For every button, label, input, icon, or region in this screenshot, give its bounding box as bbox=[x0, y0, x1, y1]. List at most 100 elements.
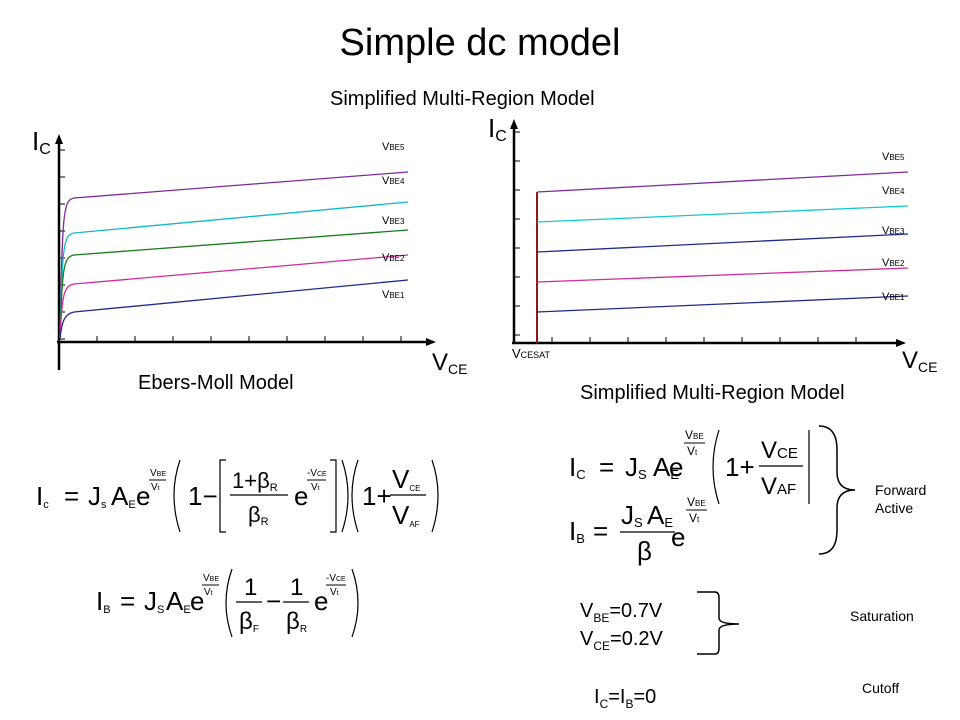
vaf-den: VAF bbox=[392, 500, 420, 530]
exp-num: VBE bbox=[687, 495, 706, 509]
exp-e: e bbox=[669, 452, 683, 482]
curve-be5 bbox=[536, 171, 909, 193]
vcesat-label: VCESAT bbox=[512, 346, 551, 361]
x-axis-arrow bbox=[426, 338, 436, 346]
f2-num: 1 bbox=[290, 574, 303, 601]
curve-be4 bbox=[536, 205, 909, 223]
equals-sign: = bbox=[599, 452, 614, 482]
simplified-ic-equation: IC = JS AE e VBE Vt 1+ VCE VAF bbox=[569, 428, 810, 505]
curve-label-be1: VBE1 bbox=[882, 291, 905, 303]
simplified-ib-equation: IB = JS AE β e VBE Vt bbox=[569, 495, 707, 566]
f1-den: βF bbox=[239, 608, 259, 635]
equals-sign: = bbox=[120, 586, 135, 616]
exp-den: Vt bbox=[151, 482, 160, 493]
ib-lhs: IB bbox=[569, 516, 585, 546]
one-minus: 1− bbox=[188, 481, 218, 511]
saturation-brace bbox=[697, 591, 740, 655]
page-title: Simple dc model bbox=[339, 22, 621, 64]
curve-label-be4: VBE4 bbox=[882, 185, 905, 197]
curve-label-be5: VBE5 bbox=[382, 141, 405, 153]
exp-num: VBE bbox=[150, 468, 166, 479]
cutoff-label: Cutoff bbox=[862, 680, 900, 696]
equals-sign: = bbox=[64, 481, 79, 511]
exp2-num: -VCE bbox=[307, 468, 327, 479]
curve-be1 bbox=[59, 279, 409, 339]
a-term: AE bbox=[111, 481, 136, 511]
ebers-moll-ic-equation: Ic = Js AE e VBE Vt 1− 1+βR βR e -VCE Vt… bbox=[36, 459, 439, 533]
exp2-den: Vt bbox=[311, 482, 320, 493]
left-paren-2 bbox=[351, 459, 359, 533]
frac-num: 1+βR bbox=[232, 468, 278, 494]
y-axis-label: IC bbox=[32, 126, 51, 158]
frac-den: βR bbox=[248, 502, 269, 528]
j-term: Js bbox=[88, 481, 107, 511]
ic-lhs: Ic bbox=[36, 481, 49, 511]
ebers-moll-caption: Ebers-Moll Model bbox=[138, 372, 294, 394]
ic-lhs: IC bbox=[569, 452, 586, 482]
right-bracket bbox=[330, 459, 337, 533]
exp2-e: e bbox=[294, 481, 308, 511]
f2-den: βR bbox=[286, 608, 307, 635]
curve-be2 bbox=[536, 267, 909, 283]
a-term: AE bbox=[653, 452, 679, 482]
right-paren-1 bbox=[341, 459, 349, 533]
one-plus: 1+ bbox=[362, 481, 392, 511]
vce-num: VCE bbox=[761, 437, 798, 464]
curve-label-be2: VBE2 bbox=[382, 252, 405, 264]
curve-label-be3: VBE3 bbox=[882, 225, 905, 237]
den-beta: β bbox=[637, 536, 652, 566]
y-axis-arrow bbox=[55, 134, 63, 144]
forward-active-label-1: Forward bbox=[875, 482, 927, 498]
exp2-num: -VCE bbox=[326, 573, 346, 584]
right-paren bbox=[351, 568, 359, 638]
x-axis-label: VCE bbox=[432, 349, 467, 377]
curve-be5 bbox=[59, 171, 409, 339]
left-paren bbox=[225, 568, 233, 638]
curve-be1 bbox=[536, 295, 909, 313]
f1-num: 1 bbox=[244, 574, 257, 601]
j-term: JS bbox=[144, 586, 164, 616]
curve-label-be5: VBE5 bbox=[882, 151, 905, 163]
curve-label-be3: VBE3 bbox=[382, 215, 405, 227]
x-ticks bbox=[551, 337, 857, 343]
exp-den: Vt bbox=[687, 444, 698, 458]
vaf-den: VAF bbox=[761, 473, 796, 500]
curves bbox=[59, 171, 409, 339]
ib-lhs: IB bbox=[96, 586, 111, 616]
subtitle-top: Simplified Multi-Region Model bbox=[330, 88, 595, 110]
vbe-saturation: VBE=0.7V bbox=[580, 600, 663, 625]
num-j: JS bbox=[621, 500, 643, 530]
exp2-den: Vt bbox=[330, 587, 339, 598]
y-axis-label: IC bbox=[488, 113, 507, 145]
exp-e: e bbox=[136, 481, 150, 511]
curve-be2 bbox=[59, 254, 409, 339]
simplified-caption: Simplified Multi-Region Model bbox=[580, 382, 845, 404]
equals-sign: = bbox=[593, 516, 608, 546]
left-paren-1 bbox=[173, 459, 181, 533]
curve-label-be4: VBE4 bbox=[382, 175, 405, 187]
curve-label-be1: VBE1 bbox=[382, 289, 405, 301]
right-paren-2 bbox=[431, 459, 439, 533]
exp-den: Vt bbox=[204, 587, 213, 598]
forward-active-label-2: Active bbox=[875, 500, 914, 516]
exp-den: Vt bbox=[689, 511, 700, 525]
y-ticks bbox=[514, 131, 520, 336]
exp-num: VBE bbox=[203, 573, 219, 584]
curve-label-be2: VBE2 bbox=[882, 257, 905, 269]
minus-sign: − bbox=[266, 586, 281, 616]
forward-active-brace bbox=[818, 425, 856, 555]
saturation-label: Saturation bbox=[850, 608, 914, 624]
x-axis-label: VCE bbox=[902, 347, 937, 375]
vce-num: VCE bbox=[392, 464, 420, 494]
ebers-moll-ib-equation: IB = JS AE e VBE Vt 1 βF − 1 βR e -VCE V… bbox=[96, 568, 359, 638]
x-ticks bbox=[58, 336, 402, 368]
left-bracket bbox=[219, 459, 226, 533]
j-term: JS bbox=[625, 452, 647, 482]
curve-be3 bbox=[59, 229, 409, 339]
num-a: AE bbox=[647, 500, 673, 530]
vce-saturation: VCE=0.2V bbox=[580, 628, 663, 653]
